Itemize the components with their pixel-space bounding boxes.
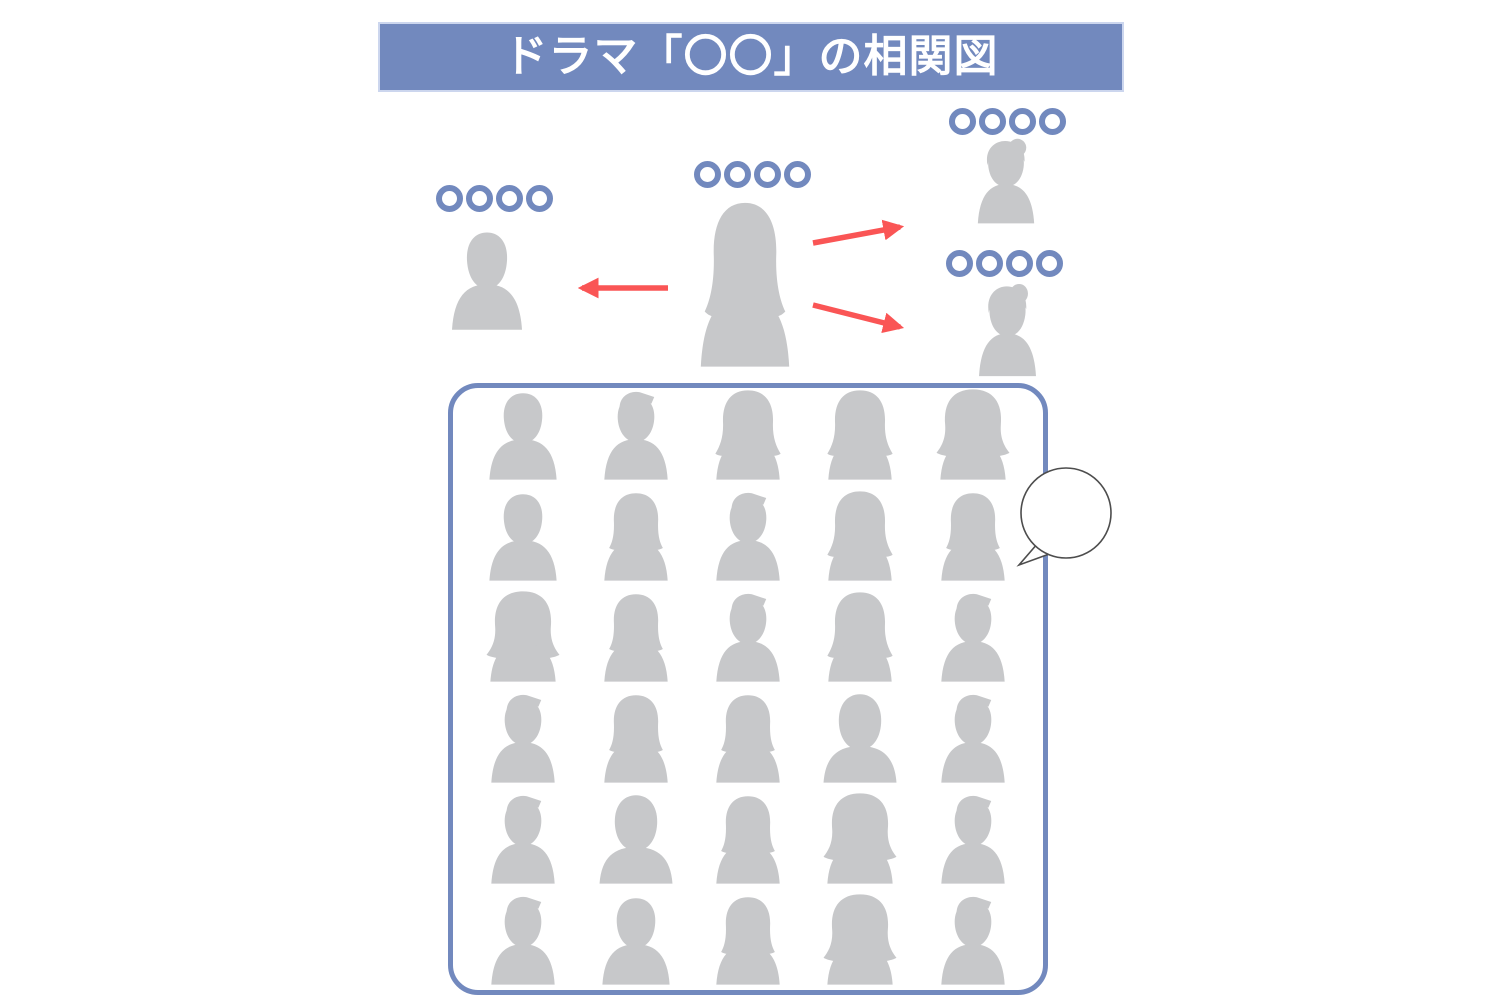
name-placeholder-circle: [496, 185, 523, 212]
right-top-character-avatar: [962, 137, 1050, 226]
group-member-avatar-boy: [700, 487, 796, 584]
group-member-avatar-boy: [925, 588, 1021, 685]
group-member-avatar-man-plain: [812, 689, 908, 786]
group-member-15: [925, 588, 1021, 685]
group-member-10: [925, 487, 1021, 584]
group-member-avatar-woman-bob: [588, 487, 684, 584]
name-placeholder-circle: [694, 161, 721, 188]
name-placeholder-circle: [466, 185, 493, 212]
arrow-center-to-right-top: [812, 219, 905, 246]
group-member-avatar-boy: [700, 588, 796, 685]
group-member-19: [812, 689, 908, 786]
group-member-26: [475, 891, 571, 988]
group-member-avatar-woman-big: [812, 891, 908, 988]
name-placeholder-circle: [976, 250, 1003, 277]
group-member-29: [812, 891, 908, 988]
group-grid: [453, 382, 1043, 988]
group-member-avatar-boy: [925, 790, 1021, 887]
group-member-avatar-boy: [588, 386, 684, 483]
name-placeholder-circle: [526, 185, 553, 212]
name-placeholder-circle: [724, 161, 751, 188]
group-member-11: [475, 588, 571, 685]
group-member-12: [588, 588, 684, 685]
name-placeholder-circle: [1009, 108, 1036, 135]
group-member-27: [588, 891, 684, 988]
group-member-22: [588, 790, 684, 887]
group-member-28: [700, 891, 796, 988]
group-member-4: [812, 386, 908, 483]
group-member-avatar-man-plain: [588, 790, 684, 887]
group-member-avatar-woman-long: [812, 386, 908, 483]
group-member-avatar-man: [475, 487, 571, 584]
center-character-label: [694, 161, 811, 188]
group-member-5: [925, 386, 1021, 483]
group-member-avatar-man: [588, 891, 684, 988]
group-member-avatar-boy: [475, 689, 571, 786]
group-member-9: [812, 487, 908, 584]
group-member-1: [475, 386, 571, 483]
group-member-25: [925, 790, 1021, 887]
title-bar: ドラマ「〇〇」の相関図: [378, 22, 1124, 92]
group-member-17: [588, 689, 684, 786]
center-character-avatar: [680, 194, 810, 372]
group-member-avatar-boy: [925, 689, 1021, 786]
group-member-avatar-woman-long: [700, 386, 796, 483]
group-member-avatar-woman-bob: [588, 588, 684, 685]
group-member-avatar-woman-big: [925, 386, 1021, 483]
name-placeholder-circle: [436, 185, 463, 212]
group-member-20: [925, 689, 1021, 786]
group-member-avatar-woman-big: [475, 588, 571, 685]
group-member-avatar-man: [475, 386, 571, 483]
group-member-avatar-woman-long: [812, 487, 908, 584]
group-member-avatar-woman-bob: [700, 891, 796, 988]
group-member-13: [700, 588, 796, 685]
name-placeholder-circle: [1006, 250, 1033, 277]
right-bottom-character-avatar: [963, 282, 1052, 379]
page-title: ドラマ「〇〇」の相関図: [503, 32, 999, 81]
group-member-30: [925, 891, 1021, 988]
arrow-center-to-right-bottom: [812, 302, 905, 334]
group-member-7: [588, 487, 684, 584]
group-member-18: [700, 689, 796, 786]
right-bottom-character-label: [946, 250, 1063, 277]
group-member-avatar-boy: [475, 790, 571, 887]
group-member-24: [812, 790, 908, 887]
name-placeholder-circle: [979, 108, 1006, 135]
group-member-avatar-woman-bob: [925, 487, 1021, 584]
name-placeholder-circle: [1039, 108, 1066, 135]
name-placeholder-circle: [946, 250, 973, 277]
group-member-21: [475, 790, 571, 887]
speech-bubble: [1016, 467, 1112, 567]
right-top-character-label: [949, 108, 1066, 135]
group-member-2: [588, 386, 684, 483]
name-placeholder-circle: [754, 161, 781, 188]
group-member-avatar-boy: [925, 891, 1021, 988]
group-member-3: [700, 386, 796, 483]
name-placeholder-circle: [1036, 250, 1063, 277]
group-box: [448, 383, 1048, 995]
left-character-avatar: [437, 225, 537, 333]
group-member-avatar-woman-bob: [700, 689, 796, 786]
group-member-avatar-woman-bob: [588, 689, 684, 786]
group-member-16: [475, 689, 571, 786]
group-member-8: [700, 487, 796, 584]
left-character-label: [436, 185, 553, 212]
group-member-6: [475, 487, 571, 584]
group-member-avatar-woman-bob: [700, 790, 796, 887]
group-member-avatar-woman-long: [812, 588, 908, 685]
group-member-avatar-woman-big: [812, 790, 908, 887]
group-member-avatar-boy: [475, 891, 571, 988]
name-placeholder-circle: [784, 161, 811, 188]
name-placeholder-circle: [949, 108, 976, 135]
group-member-23: [700, 790, 796, 887]
group-member-14: [812, 588, 908, 685]
